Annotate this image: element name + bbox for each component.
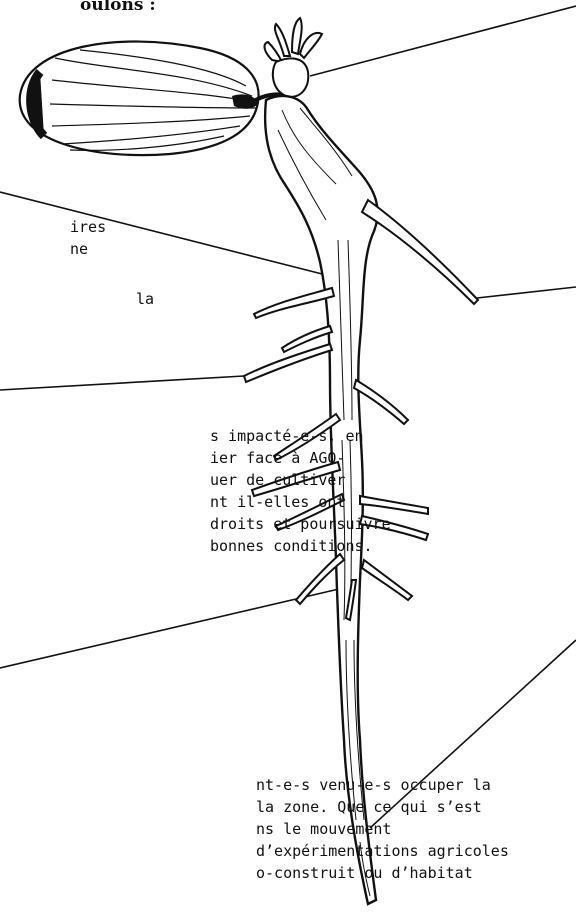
page-heading: oulons : [80,0,156,15]
callout-text-upper-left: ires ne [70,216,106,260]
leader-line-mid-right [477,287,576,298]
callout-text-middle-left: la [136,288,154,310]
leader-line-top-right [310,6,576,76]
callout-text-occupation-paragraph: nt-e-s venu-e-s occuper la la zone. Que … [256,774,509,884]
leader-line-upper-left [0,192,330,276]
shoot [265,18,322,97]
leader-line-middle-left [0,376,244,390]
seed [20,42,286,156]
callout-text-impacted-paragraph: s impacté-e-s, en ier face à AGO- uer de… [210,425,391,557]
